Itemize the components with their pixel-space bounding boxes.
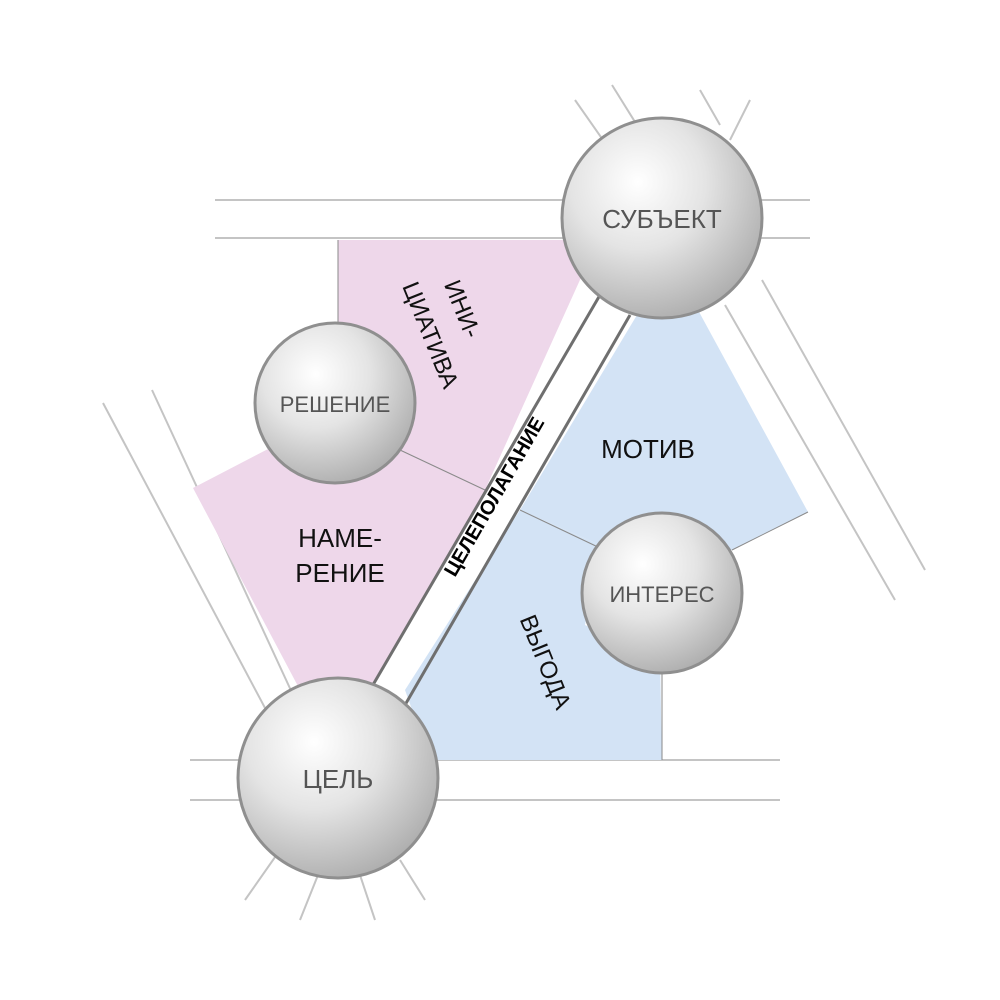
motive-label: МОТИВ [601, 434, 695, 464]
region-dividers [337, 240, 809, 760]
subject-node: СУБЪЕКТ [560, 116, 764, 320]
motive-region [520, 310, 808, 550]
intention-region [193, 448, 485, 690]
intention-label-line1: НАМЕ- [298, 523, 382, 553]
subject-label: СУБЪЕКТ [602, 204, 722, 234]
interest-node: ИНТЕРЕС [580, 511, 744, 675]
benefit-region [405, 510, 662, 760]
goal-label: ЦЕЛЬ [303, 764, 374, 794]
decision-label: РЕШЕНИЕ [280, 392, 391, 417]
goal-node: ЦЕЛЬ [236, 676, 440, 880]
intention-label-line2: РЕНИЕ [295, 558, 385, 588]
interest-label: ИНТЕРЕС [609, 582, 714, 607]
decision-node: РЕШЕНИЕ [253, 321, 417, 485]
band-borders [368, 294, 632, 706]
